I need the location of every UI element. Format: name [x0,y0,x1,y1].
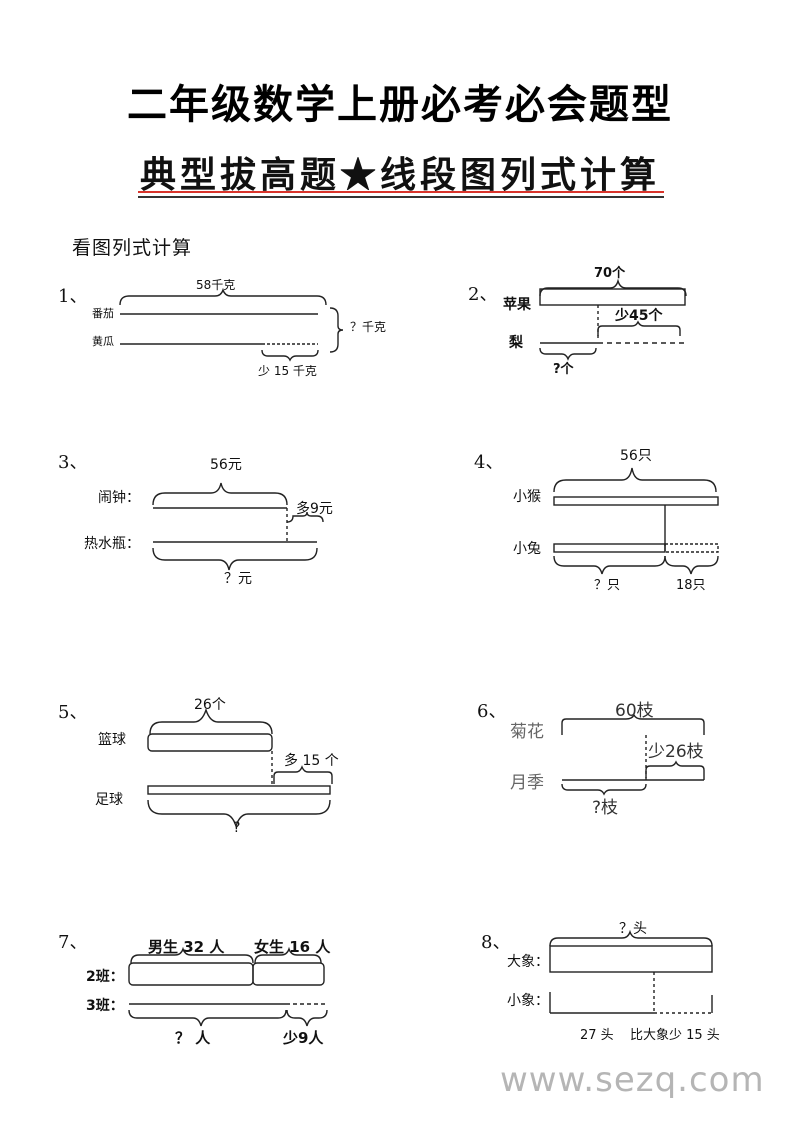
brace-top-1 [119,287,327,306]
brace-diff-5 [273,765,333,784]
diagram-3 [152,482,324,571]
problem-5-row2-label: 足球 [95,792,123,808]
bar-2-apple [539,288,686,306]
page-subtitle: 典型拔高题★线段图列式计算 [139,154,660,196]
problem-4-question-label: ？只 [594,578,621,593]
brace-top-7b [254,946,322,964]
bar-5-basketball [147,733,273,752]
problem-5-total-label: 26个 [194,697,226,713]
problem-6-total-label: 60枝 [615,701,654,721]
brace-bottom-2 [539,347,597,361]
brace-bottom-4-right [664,555,719,575]
problem-7-row1-label: 2班： [86,969,124,985]
problem-1-diff-label: 少 15 千克 [258,364,317,378]
brace-bottom-4-left [553,555,666,575]
problem-2-diff-label: 少45个 [615,308,663,324]
problem-2-row1-label: 苹果 [503,297,531,313]
problem-1-number: 1、 [58,286,88,307]
brace-top-5 [149,707,273,735]
brace-top-6 [561,713,705,735]
brace-diff-3 [286,511,324,523]
problem-8-total-label: ？头 [619,921,647,937]
subtitle-underline-red [138,191,664,193]
problem-7-diff-label: 少9人 [283,1029,324,1047]
brace-bottom-7a [128,1009,287,1027]
problem-3-diff-label: 多9元 [296,501,333,517]
problem-7-question-label: ？ 人 [175,1029,211,1047]
section-label: 看图列式计算 [72,237,193,259]
problem-2-number: 2、 [468,284,498,305]
problem-4-total-label: 56只 [620,448,652,464]
brace-bottom-5 [147,799,331,829]
bar-5-football [147,785,331,795]
bar-7-boys [128,962,254,986]
problem-3-total-label: 56元 [210,457,242,473]
problem-2-total-label: 70个 [594,266,626,281]
diagram-5 [147,707,333,829]
bar-7-girls [252,962,325,986]
problem-5-number: 5、 [58,702,88,723]
brace-bottom-6 [561,783,647,796]
bar-4-monkey [553,496,719,506]
diagram-8 [549,929,713,1014]
problem-8-diff-label: 比大象少 15 头 [630,1028,720,1043]
problem-6-diff-label: 少26枝 [648,742,704,762]
problem-4-row2-label: 小兔 [513,541,541,557]
brace-top-3 [152,482,288,506]
problem-6-row1-label: 菊花 [510,722,544,742]
problem-8-row2-label: 小象： [507,993,549,1009]
brace-top-7a [130,946,254,964]
problem-3-question-label: ？元 [224,571,252,587]
problem-8-part-label: 27 头 [580,1028,614,1043]
problem-1-total-label: 58千克 [196,278,236,292]
brace-diff-6 [645,760,705,780]
problem-6-row2-label: 月季 [510,773,544,793]
bar-4-rabbit [553,543,666,553]
problem-3-number: 3、 [58,452,88,473]
brace-bottom-3 [152,547,318,571]
problem-7-row2-label: 3班： [86,998,124,1014]
diagram-6 [561,713,705,796]
brace-bottom-1 [261,349,319,362]
watermark: www.sezq.com [500,1060,765,1100]
problem-1-question-label: ？千克 [350,320,387,334]
problem-7-girls-label: 女生 16 人 [254,938,331,956]
diagram-4 [553,467,719,575]
problem-8-number: 8、 [481,932,511,953]
problem-6-number: 6、 [477,701,507,722]
problem-2-row2-label: 梨 [509,335,523,351]
brace-bottom-7b [286,1009,328,1027]
bar-8-elephant [549,945,713,973]
page-title: 二年级数学上册必考必会题型 [127,82,673,128]
brace-diff-2 [597,320,681,336]
subtitle-underline-dark [138,196,664,198]
problem-7-boys-label: 男生 32 人 [148,938,225,956]
brace-right-1 [329,307,344,353]
diagram-7 [128,946,328,1027]
diagram-2 [539,278,687,361]
problem-6-question-label: ?枝 [592,798,619,818]
brace-top-8 [549,929,713,947]
problem-5-diff-label: 多 15 个 [284,753,339,769]
diagram-1 [119,287,344,362]
problem-4-part-label: 18只 [676,578,706,593]
problem-2-question-label: ?个 [553,362,574,377]
problem-5-row1-label: 篮球 [98,732,126,748]
problem-3-row2-label: 热水瓶： [84,536,140,552]
problem-1-row2-label: 黄瓜 [92,335,114,348]
bar-4-dashed [664,543,719,553]
problem-4-row1-label: 小猴 [513,489,541,505]
problem-1-row1-label: 番茄 [92,307,114,320]
brace-top-4 [553,467,717,493]
problem-3-row1-label: 闹钟： [98,490,140,506]
problem-7-number: 7、 [58,932,88,953]
problem-8-row1-label: 大象： [507,954,549,970]
problem-5-question-label: ? [233,820,241,836]
problem-4-number: 4、 [474,452,504,473]
